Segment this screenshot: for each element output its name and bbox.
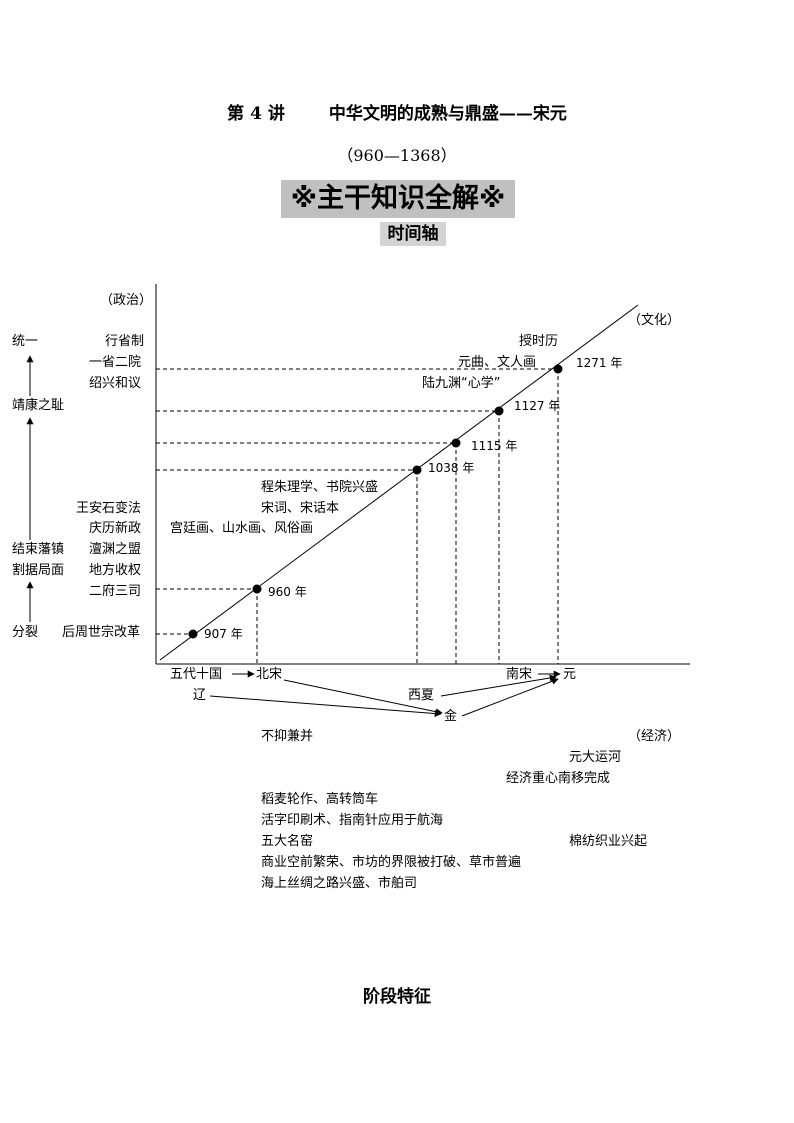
year-dot-960 <box>252 584 262 594</box>
stage-heading: 阶段特征 <box>363 987 431 1007</box>
trend-label: 靖康之耻 <box>12 398 65 413</box>
politics-event: 行省制 <box>105 334 145 349</box>
politics-event: 绍兴和议 <box>89 376 142 391</box>
culture-event: 陆九渊“心学” <box>422 376 501 391</box>
lecture-title: 第 4 讲 中华文明的成熟与鼎盛——宋元 <box>0 104 794 124</box>
economy-event: 海上丝绸之路兴盛、市舶司 <box>261 876 418 891</box>
year-dot-1271 <box>553 364 563 374</box>
trend-label: 割据局面 <box>12 563 65 578</box>
year-dot-907 <box>188 629 198 639</box>
politics-event: 王安石变法 <box>76 501 142 516</box>
economy-event: 经济重心南移完成 <box>506 771 611 786</box>
culture-event: 程朱理学、书院兴盛 <box>261 480 379 495</box>
lecture-number: 第 4 讲 <box>227 104 285 124</box>
year-label: 1038 年 <box>428 461 475 475</box>
culture-event: 元曲、文人画 <box>458 355 537 370</box>
culture-event: 宫廷画、山水画、风俗画 <box>170 521 314 536</box>
date-range: （960—1368） <box>337 146 457 165</box>
economy-event: 商业空前繁荣、市坊的界限被打破、草市普遍 <box>261 855 522 870</box>
dynasty-label: 北宋 <box>256 667 283 682</box>
economy-event: 棉纺织业兴起 <box>569 834 648 849</box>
year-dot-1127 <box>494 406 504 416</box>
year-dot-1038 <box>412 465 422 475</box>
dynasty-label: 金 <box>444 709 458 724</box>
dynasty-label: 五代十国 <box>170 667 223 682</box>
politics-event: 一省二院 <box>89 355 142 370</box>
politics-event: 澶渊之盟 <box>89 542 142 557</box>
economy-event: 元大运河 <box>569 750 622 765</box>
politics-event: 庆历新政 <box>89 521 142 536</box>
year-label: 907 年 <box>204 627 243 641</box>
economy-event: 活字印刷术、指南针应用于航海 <box>261 813 444 828</box>
trend-label: 结束藩镇 <box>12 542 65 557</box>
year-label: 960 年 <box>268 585 307 599</box>
economy-event: 不抑兼并 <box>261 729 314 744</box>
politics-event: 后周世宗改革 <box>62 625 141 640</box>
economy-event: 五大名窑 <box>261 834 314 849</box>
politics-axis-label: （政治） <box>100 293 153 308</box>
dynasty-arrows <box>209 670 561 717</box>
year-label: 1115 年 <box>471 439 518 453</box>
dynasty-label: 辽 <box>193 688 207 703</box>
year-dot-1115 <box>451 438 461 448</box>
trend-label: 统一 <box>12 334 39 349</box>
year-label: 1271 年 <box>576 356 623 370</box>
timeline-heading: 时间轴 <box>380 222 446 246</box>
culture-axis-label: （文化） <box>628 313 681 328</box>
diagonal-timeline <box>159 304 639 661</box>
economy-event: 稻麦轮作、高转筒车 <box>261 792 379 807</box>
dynasty-label: 南宋 <box>506 667 533 682</box>
culture-event: 宋词、宋话本 <box>261 501 340 516</box>
trend-label: 分裂 <box>12 625 39 640</box>
dynasty-label: 西夏 <box>408 688 435 703</box>
lecture-name: 中华文明的成熟与鼎盛——宋元 <box>328 104 567 124</box>
politics-event: 地方收权 <box>89 563 142 578</box>
culture-event: 授时历 <box>519 334 559 349</box>
guide-lines <box>156 368 559 664</box>
section-banner: ※主干知识全解※ <box>281 180 515 218</box>
year-label: 1127 年 <box>514 399 561 413</box>
economy-axis-label: （经济） <box>628 729 681 744</box>
politics-event: 二府三司 <box>89 584 142 599</box>
dynasty-label: 元 <box>563 667 577 682</box>
